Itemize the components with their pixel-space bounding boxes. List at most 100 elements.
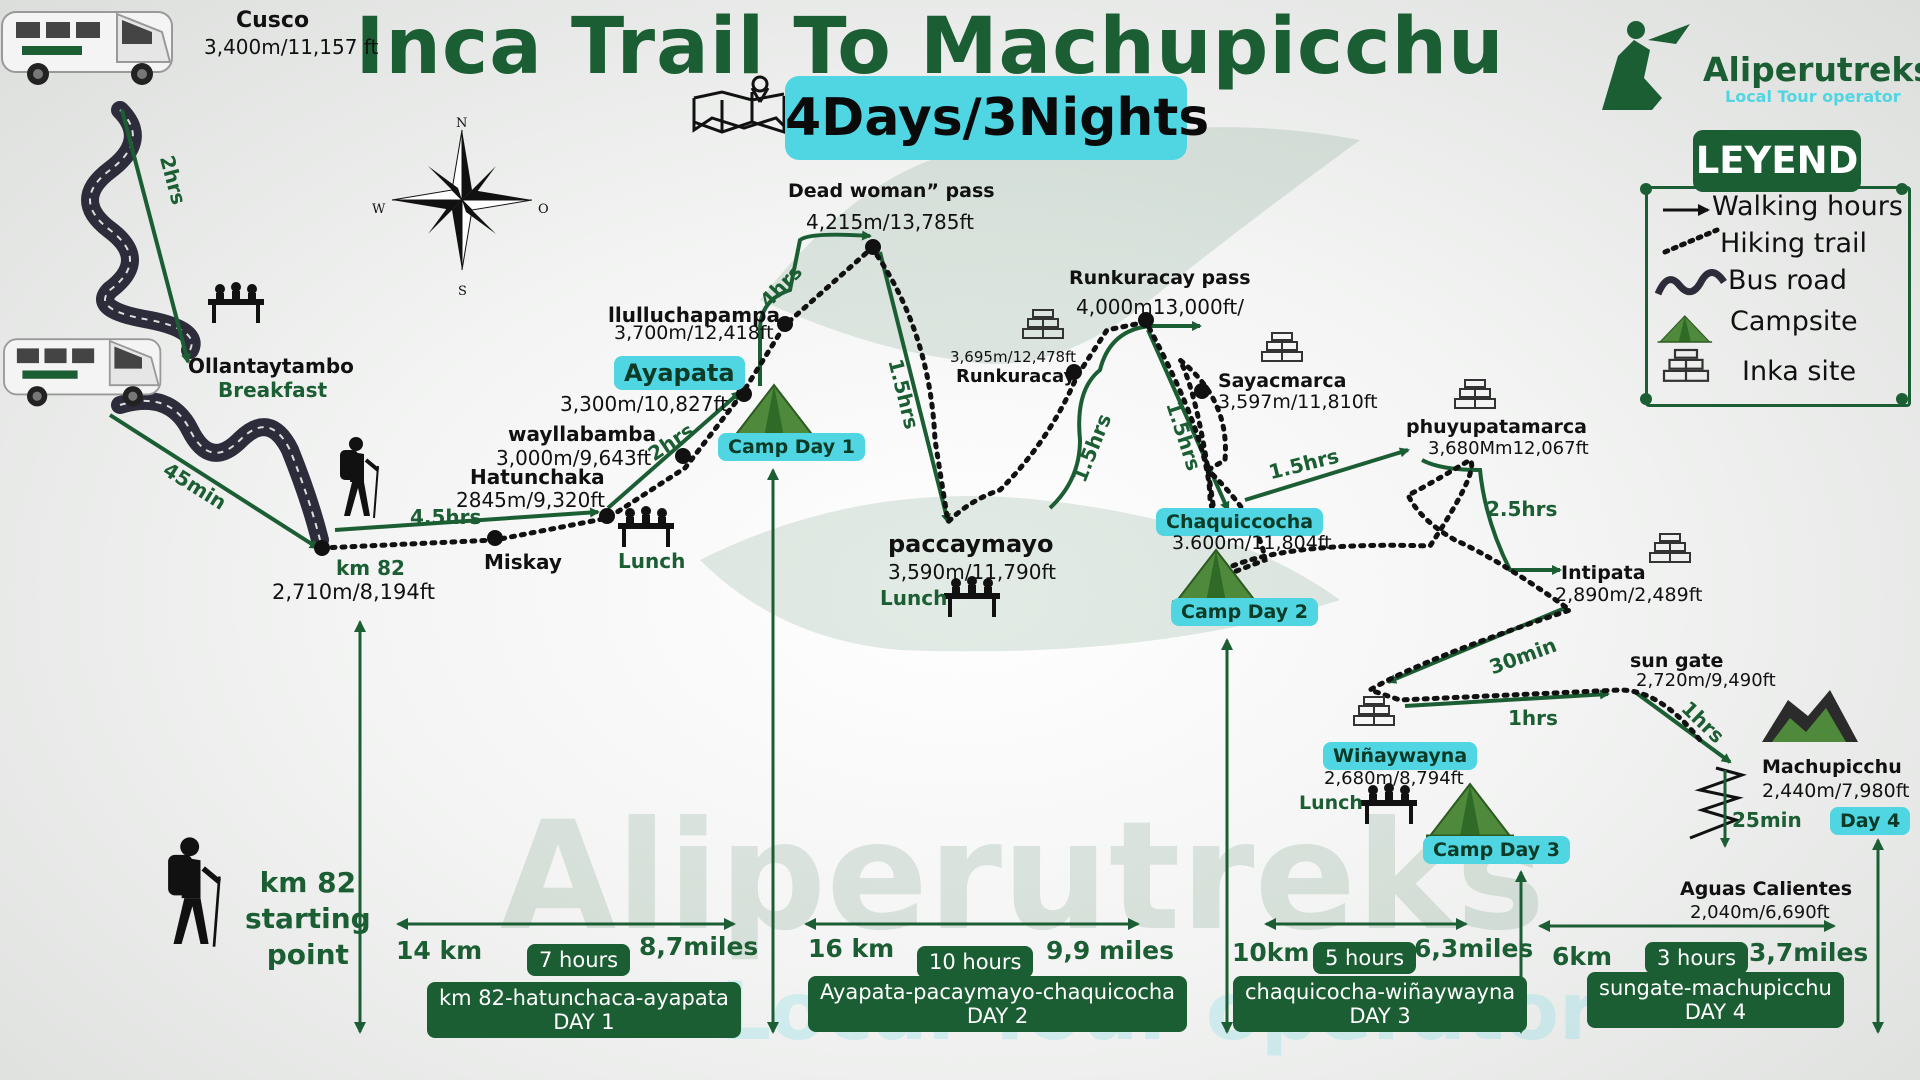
label-machupicchu: Machupicchu <box>1762 756 1902 778</box>
starting-point-line1: km 82 <box>259 866 357 899</box>
label-llulluchapampa: llulluchapampa <box>608 303 780 327</box>
day3-miles: 6,3miles <box>1414 934 1534 963</box>
duration-winaywayna-sungate: 1hrs <box>1508 706 1558 730</box>
label-chaquiccocha: Chaquiccocha <box>1156 508 1324 536</box>
label-breakfast: Breakfast <box>218 378 328 402</box>
label-hatunchaka: Hatunchaka <box>470 465 605 489</box>
label-aguas-calientes: Aguas Calientes <box>1680 878 1853 900</box>
hiker-icon-start <box>168 837 219 946</box>
legend-bus-road: Bus road <box>1728 265 1847 296</box>
bus-icon-ollantaytambo <box>3 338 162 408</box>
alt-sun-gate: 2,720m/9,490ft <box>1636 670 1776 691</box>
day1-miles: 8,7miles <box>639 932 759 961</box>
day2-hours: 10 hours <box>917 946 1034 978</box>
alt-winaywayna: 2,680m/8,794ft <box>1324 768 1464 789</box>
tent-icon-camp3 <box>1424 782 1516 838</box>
legend-hiking-trail: Hiking trail <box>1720 228 1868 259</box>
alt-ayapata: 3,300m/10,827ft <box>560 392 728 416</box>
label-wayllabamba: wayllabamba <box>508 422 657 446</box>
label-sayacmarca: Sayacmarca <box>1218 370 1347 392</box>
alt-paccaymayo: 3,590m/11,790ft <box>888 560 1056 584</box>
compass-n: N <box>456 116 468 131</box>
inka-site-icon-sayacmarca <box>1261 332 1303 362</box>
bus-road-ollantaytambo-km82 <box>111 391 329 549</box>
legend-walking-hours: Walking hours <box>1712 191 1903 222</box>
hiker-icon-km82 <box>338 435 380 520</box>
day3-hours: 5 hours <box>1313 942 1417 974</box>
label-camp-day1: Camp Day 1 <box>718 433 866 461</box>
label-runkuracay: Runkuracay <box>956 366 1076 387</box>
day1-km: 14 km <box>396 936 483 965</box>
brand-tagline: Local Tour operator <box>1725 87 1901 106</box>
dining-icon-lunch1 <box>618 506 674 547</box>
trip-duration-badge: 4Days/3Nights <box>785 76 1209 160</box>
brand-logo-icon <box>1602 21 1690 110</box>
label-lunch-winaywayna: Lunch <box>1299 792 1363 814</box>
label-sun-gate: sun gate <box>1630 650 1724 672</box>
day2-km: 16 km <box>808 934 895 963</box>
alt-phuyupatamarca: 3,680Mm12,067ft <box>1428 438 1589 459</box>
label-camp-day3: Camp Day 3 <box>1423 836 1571 864</box>
brand-name: Aliperutreks <box>1703 50 1920 89</box>
inka-site-icon-intipata <box>1649 533 1691 563</box>
day1-route-name: km 82-hatunchaca-ayapata <box>439 986 729 1010</box>
alt-chaquiccocha: 3.600m/11,804ft <box>1172 532 1332 554</box>
day4-miles: 3,7miles <box>1749 938 1869 967</box>
label-ollantaytambo: Ollantaytambo <box>188 354 354 378</box>
starting-point-label: km 82 starting point <box>245 865 371 973</box>
duration-km82-hatunchaka: 4.5hrs <box>410 505 482 529</box>
day-vertical-markers <box>354 468 1884 1034</box>
alt-cusco: 3,400m/11,157 ft <box>204 35 379 59</box>
label-cusco: Cusco <box>236 8 310 33</box>
day-span-arrows <box>396 918 1836 932</box>
bus-road-cusco-ollantaytambo <box>81 101 201 359</box>
legend-title: LEYEND <box>1693 130 1861 192</box>
alt-aguas-calientes: 2,040m/6,690ft <box>1690 902 1830 923</box>
alt-runkuracay: 3,695m/12,478ft <box>950 348 1076 366</box>
label-camp-day2: Camp Day 2 <box>1171 598 1319 626</box>
compass-rose-icon <box>391 129 533 271</box>
label-day4: Day 4 <box>1830 807 1911 835</box>
duration-phuyupatamarca-intipata: 2.5hrs <box>1486 497 1558 521</box>
day3-km: 10km <box>1232 938 1310 967</box>
alt-runkuracay-pass: 4,000m13,000ft/ <box>1076 295 1244 319</box>
bus-road-aguas-calientes <box>1689 766 1748 840</box>
label-ayapata: Ayapata <box>614 356 745 390</box>
alt-wayllabamba: 3,000m/9,643ft <box>496 446 652 470</box>
day3-label: DAY 3 <box>1349 1004 1411 1028</box>
duration-machupicchu-aguas: 25min <box>1732 808 1802 832</box>
dining-icon-winaywayna <box>1361 783 1417 824</box>
day4-km: 6km <box>1552 942 1613 971</box>
starting-point-line3: point <box>266 938 349 971</box>
label-runkuracay-pass: Runkuracay pass <box>1069 267 1251 289</box>
alt-machupicchu: 2,440m/7,980ft <box>1762 780 1910 802</box>
map-pin-icon <box>692 75 786 135</box>
label-miskay: Miskay <box>484 550 562 574</box>
alt-km82: 2,710m/8,194ft <box>272 580 436 604</box>
compass-s: S <box>458 284 467 299</box>
compass-o: O <box>538 202 549 217</box>
day4-label: DAY 4 <box>1684 1000 1747 1024</box>
alt-hatunchaka: 2845m/9,320ft <box>456 488 605 512</box>
compass-w: W <box>372 202 386 217</box>
starting-point-line2: starting <box>245 902 371 935</box>
alt-sayacmarca: 3,597m/11,810ft <box>1218 391 1378 413</box>
day2-route-name: Ayapata-pacaymayo-chaquicocha <box>820 980 1176 1004</box>
machupicchu-mountain-icon <box>1762 690 1858 742</box>
label-phuyupatamarca: phuyupatamarca <box>1406 416 1587 438</box>
label-winaywayna: Wiñaywayna <box>1323 742 1478 770</box>
day4-route-name: sungate-machupicchu <box>1599 976 1832 1000</box>
day2-label: DAY 2 <box>966 1004 1029 1028</box>
day1-label: DAY 1 <box>553 1010 615 1034</box>
label-dead-woman-pass: Dead woman” pass <box>788 180 995 202</box>
day4-hours: 3 hours <box>1645 942 1749 974</box>
alt-intipata: 2,890m/2,489ft <box>1555 584 1703 606</box>
walking-arrows <box>108 109 1732 764</box>
watermark-brand: Aliperutreks <box>500 790 1546 964</box>
legend-icons <box>1654 204 1727 382</box>
label-lunch-day1: Lunch <box>618 549 686 573</box>
